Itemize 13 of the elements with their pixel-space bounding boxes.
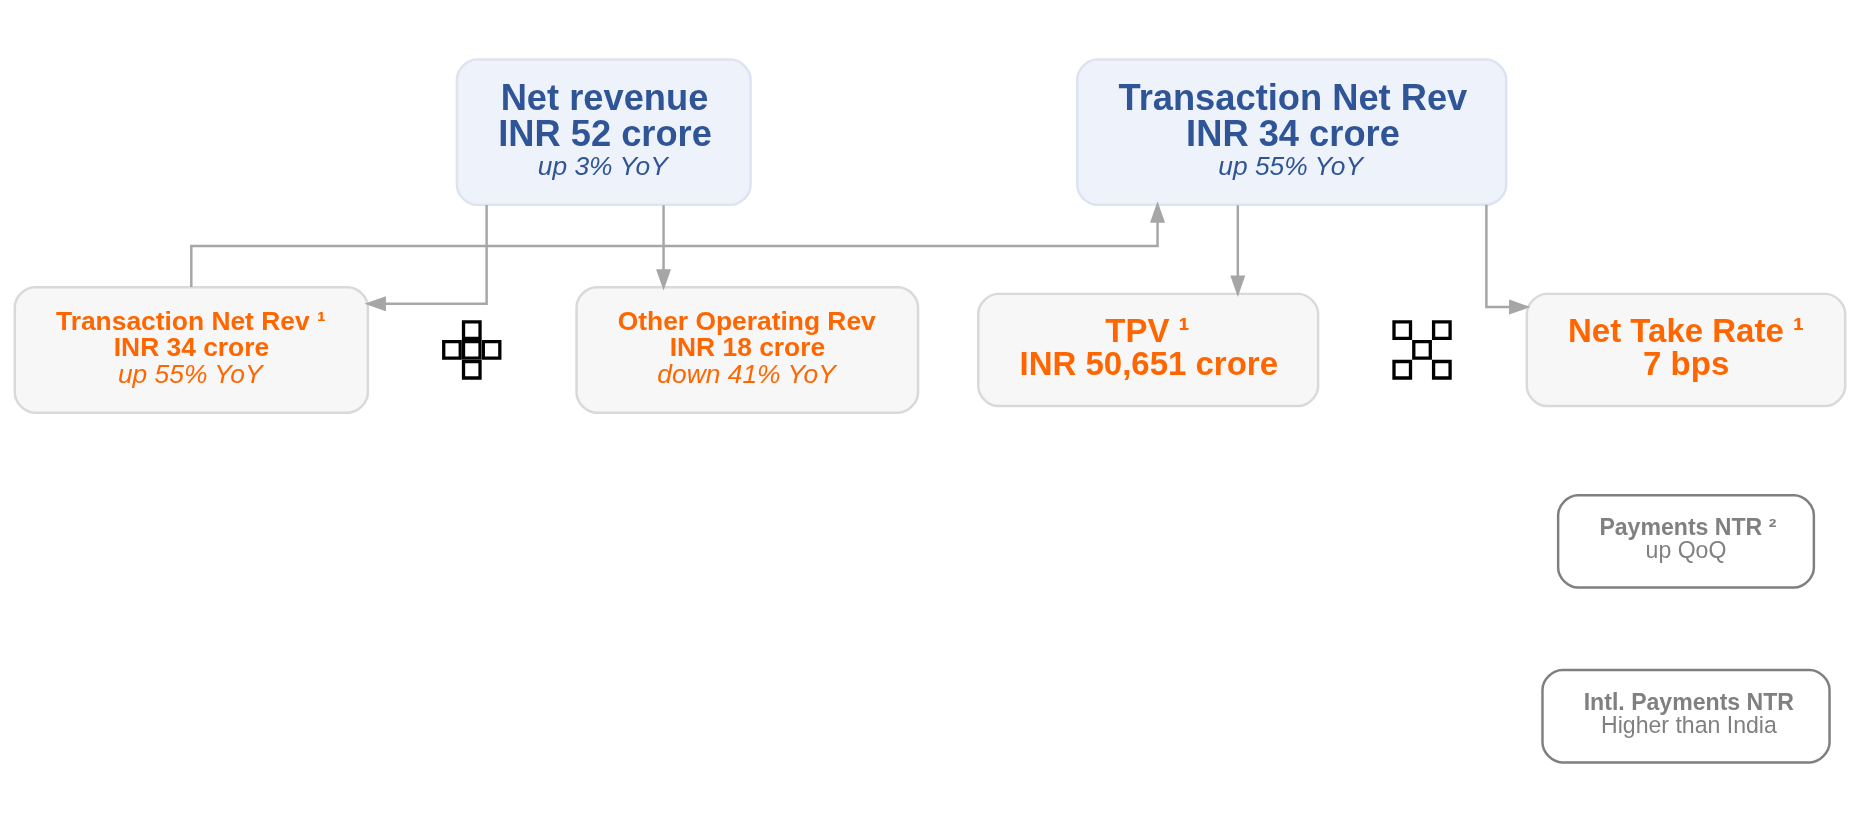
node-box: Transaction Net Rev ¹ INR 34 crore up 55% YoY — [13, 286, 370, 414]
node-box: TPV ¹ INR 50,651 crore — [977, 292, 1320, 408]
node-box: Transaction Net Rev INR 34 crore up 55% YoY — [1076, 58, 1508, 206]
arrow — [190, 201, 1166, 288]
node-box: Net revenue INR 52 crore up 3% YoY — [455, 58, 752, 206]
arrow — [1485, 204, 1531, 315]
node-box: Payments NTR ² up QoQ — [1556, 493, 1816, 589]
node-box: Net Take Rate ¹ 7 bps — [1525, 292, 1847, 408]
node-box: Intl. Payments NTR Higher than India — [1541, 668, 1831, 764]
arrow — [1230, 205, 1246, 297]
arrow — [364, 204, 488, 312]
arrow — [656, 205, 672, 291]
node-box: Other Operating Rev INR 18 crore down 41% YoY — [575, 286, 920, 414]
